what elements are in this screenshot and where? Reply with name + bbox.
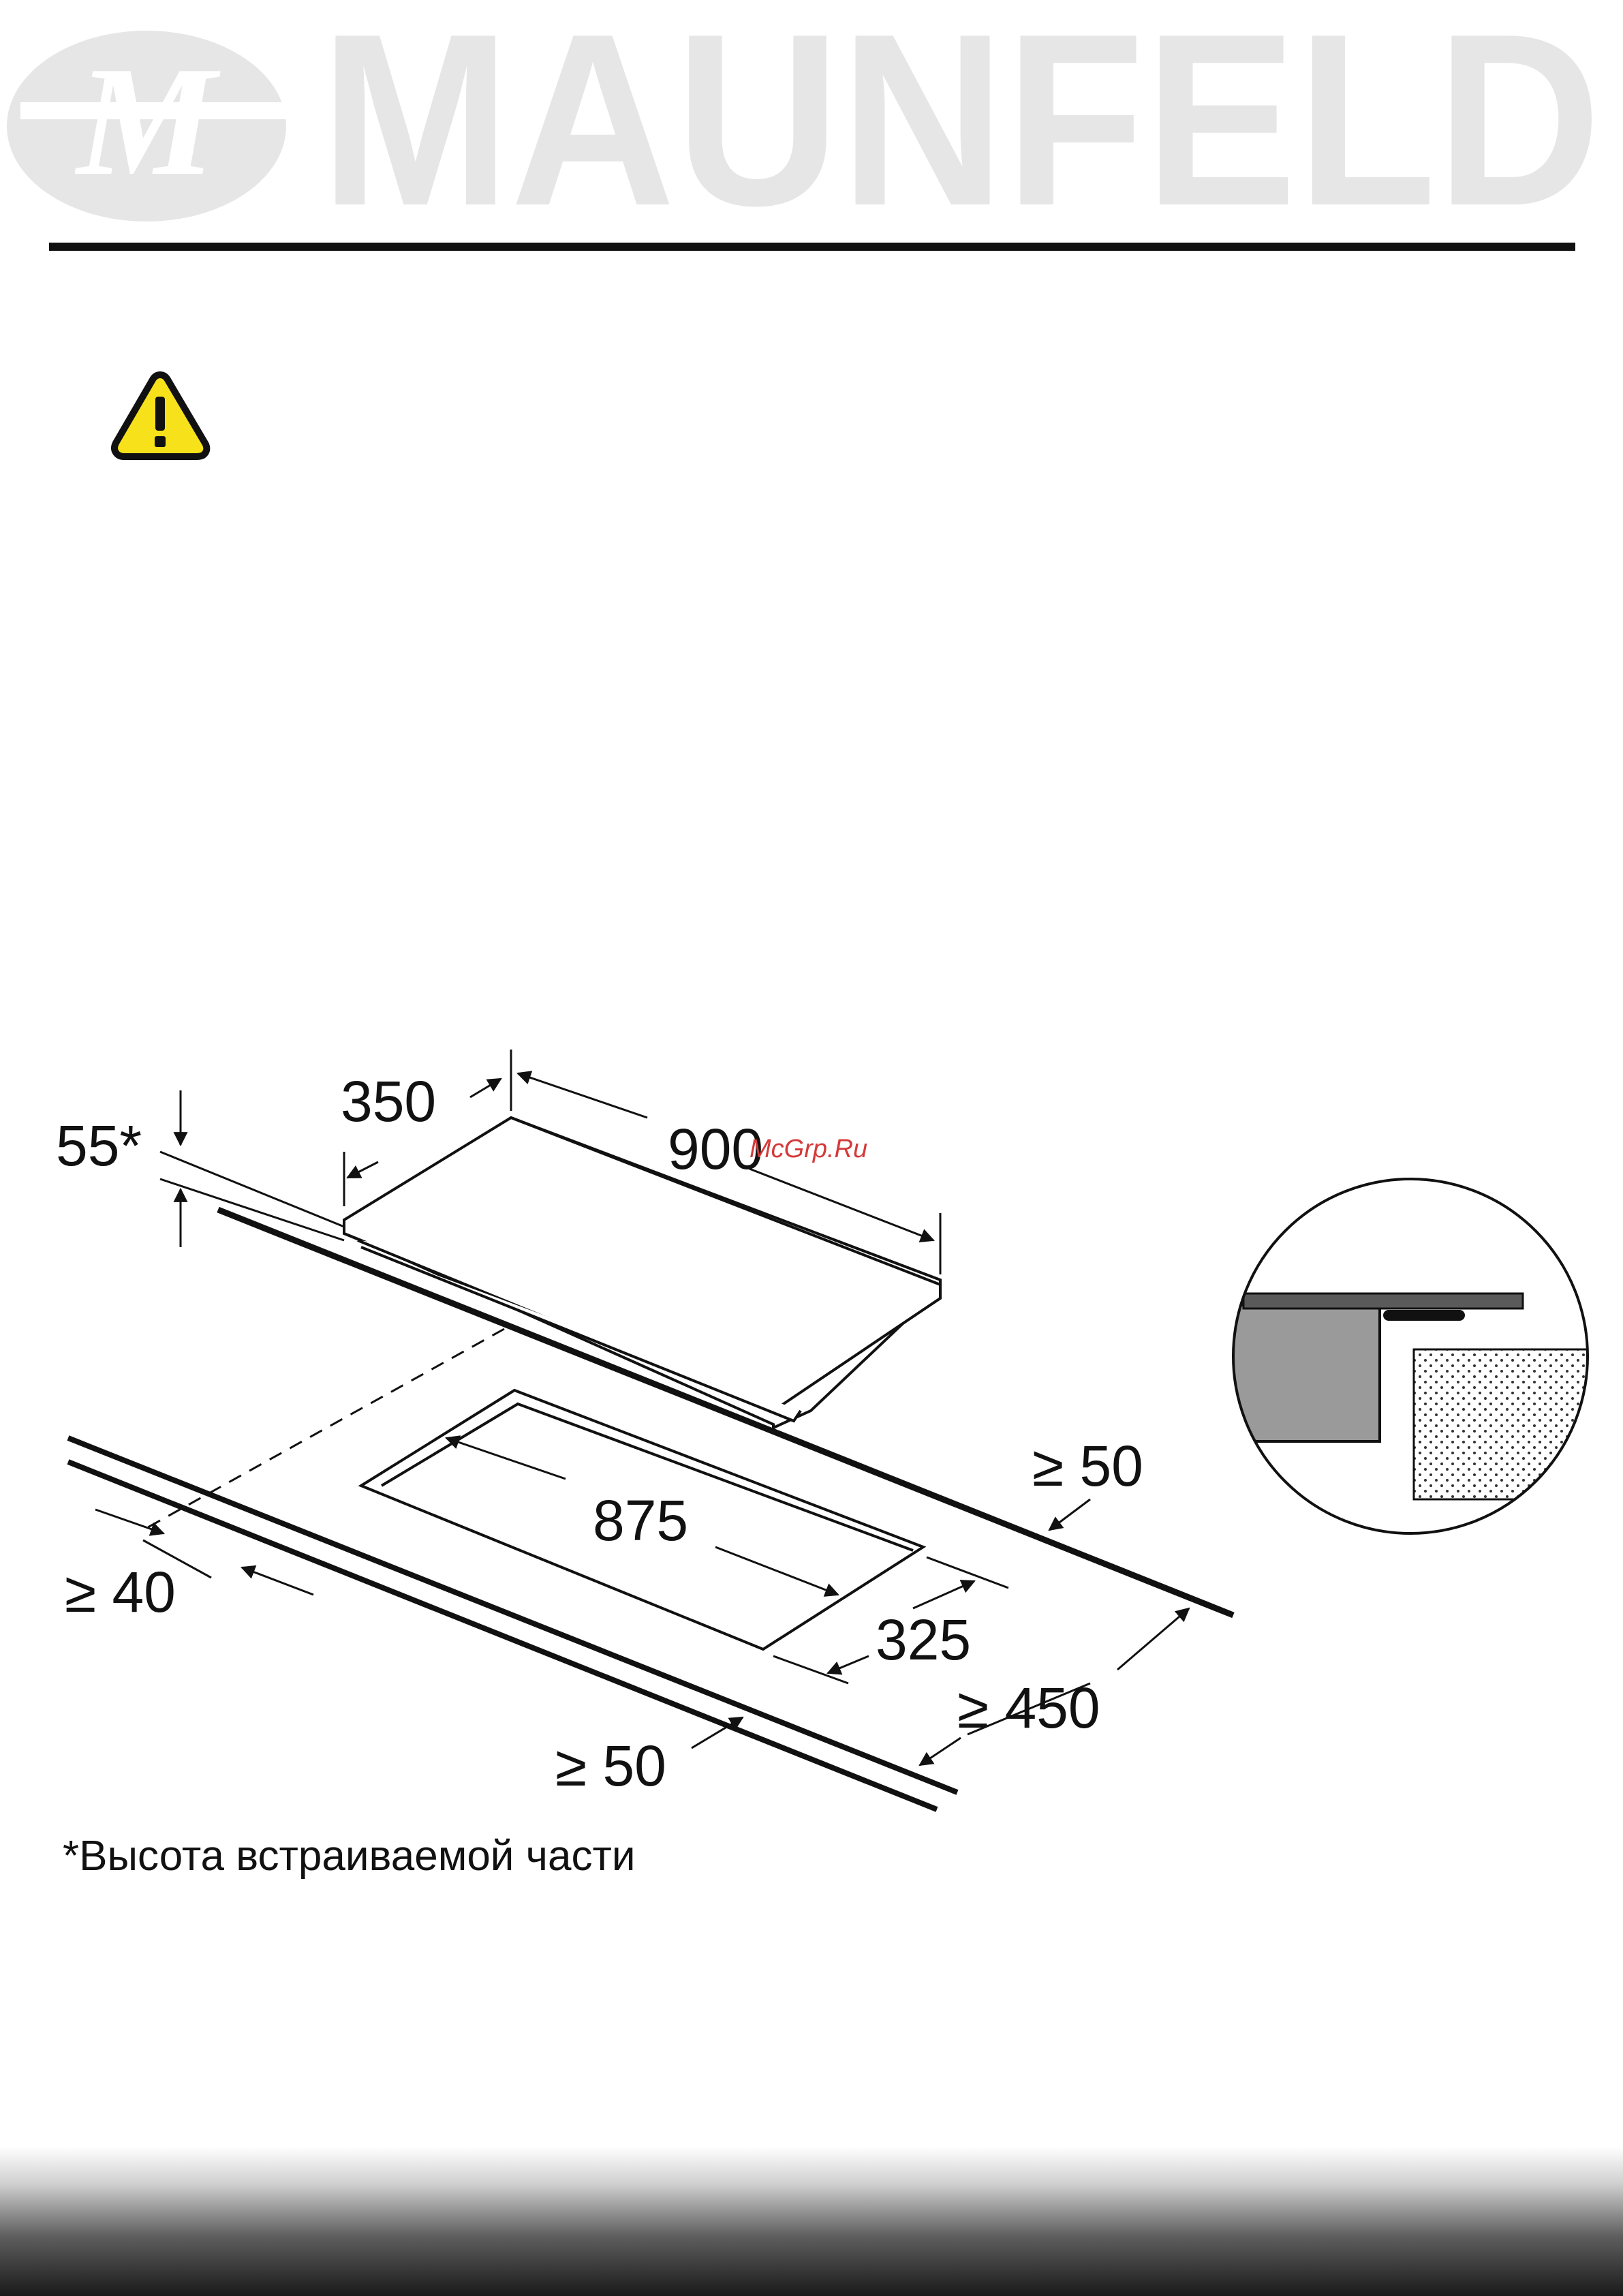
dim-label-cutout-width: 875 <box>593 1488 688 1552</box>
installation-diagram: 55* 350 900 875 325 ≥ 50 ≥ 40 ≥ 50 ≥ 450… <box>41 1036 1594 1888</box>
warning-triangle-icon <box>109 368 211 463</box>
countertop-front-edge-lower <box>68 1462 937 1809</box>
logo-monogram: M <box>74 34 221 208</box>
dim-label-cutout-depth: 325 <box>876 1608 971 1672</box>
detail-magnifier <box>1230 1179 1591 1533</box>
watermark: McGrp.Ru <box>749 1135 867 1163</box>
brand-logo: M MAUNFELD <box>0 0 1623 232</box>
dim-label-depth: 350 <box>341 1069 436 1133</box>
header-divider <box>49 243 1575 251</box>
dim-label-side-gap: ≥ 40 <box>65 1560 176 1624</box>
brand-wordmark: MAUNFELD <box>320 0 1601 232</box>
dim-label-above-gap: ≥ 450 <box>957 1676 1100 1740</box>
dim-label-height: 55* <box>56 1114 142 1178</box>
dim-label-back-gap: ≥ 50 <box>1032 1434 1143 1498</box>
footnote: *Высота встраиваемой части <box>63 1832 635 1880</box>
page-header: M MAUNFELD <box>0 0 1623 259</box>
footer-bar <box>0 2147 1623 2296</box>
logo-emblem: M <box>7 31 286 221</box>
countertop-front-edge-upper <box>68 1438 957 1792</box>
dimension-lines <box>95 1050 1189 1765</box>
dim-label-front-gap: ≥ 50 <box>555 1734 666 1798</box>
